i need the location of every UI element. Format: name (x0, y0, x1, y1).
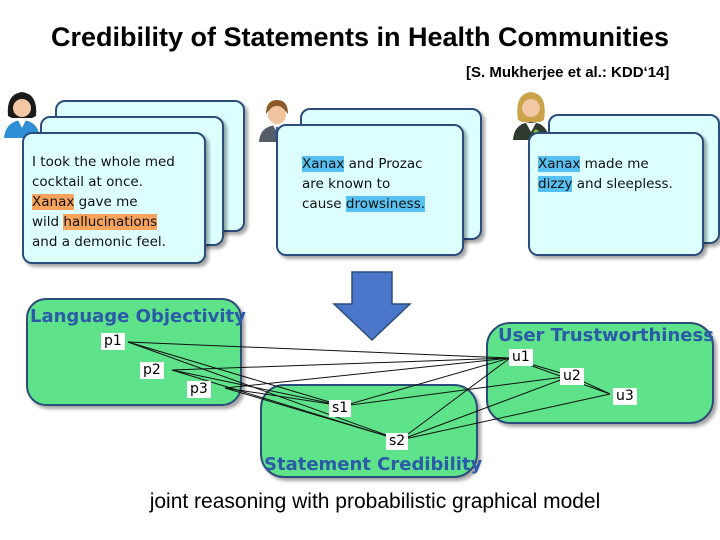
node-s1: s1 (329, 400, 352, 417)
post-text-1: I took the whole med cocktail at once. Xan… (32, 152, 175, 252)
node-u2: u2 (560, 368, 584, 385)
post-line: are known to (302, 174, 425, 194)
node-p2: p2 (140, 362, 164, 379)
highlighted-term: dizzy (538, 176, 573, 192)
post-line: dizzy and sleepless. (538, 174, 673, 194)
post-text-segment: I took the whole med (32, 154, 175, 170)
post-text-segment: and a demonic feel. (32, 234, 166, 250)
node-u1: u1 (509, 349, 533, 366)
post-card-1: I took the whole med cocktail at once. Xan… (22, 132, 206, 264)
user-trustworthiness-label: User Trustworthiness (498, 325, 714, 346)
post-text-segment: cocktail at once. (32, 174, 143, 190)
post-line: cause drowsiness. (302, 194, 426, 214)
post-text-segment: are known to (302, 176, 391, 192)
post-text-2: Xanax and Prozac are known to cause drowsi… (302, 154, 426, 214)
down-arrow-icon (332, 271, 412, 342)
user-trustworthiness-panel: User Trustworthiness (486, 322, 714, 424)
highlighted-term: Xanax (302, 156, 345, 172)
node-p3: p3 (187, 381, 211, 398)
statement-credibility-label: Statement Credibility (264, 454, 483, 475)
highlighted-term: hallucinations (63, 214, 158, 230)
highlighted-term: Xanax (32, 194, 75, 210)
post-text-segment: made me (580, 156, 649, 172)
citation: [S. Mukherjee et al.: KDD‘14] (466, 64, 670, 81)
post-line: wild hallucinations (32, 212, 175, 232)
post-line: cocktail at once. (32, 172, 175, 192)
post-card-2: Xanax and Prozac are known to cause drowsi… (276, 124, 464, 256)
post-line: Xanax made me (538, 154, 673, 174)
post-line: Xanax gave me (32, 192, 175, 212)
language-objectivity-label: Language Objectivity (30, 306, 246, 327)
post-text-segment: and sleepless. (572, 176, 673, 192)
female-doctor-icon (513, 92, 549, 140)
language-objectivity-panel: Language Objectivity (26, 298, 246, 406)
highlighted-term: Xanax (538, 156, 581, 172)
post-text-segment: cause (302, 196, 346, 212)
female-user-icon (4, 92, 40, 138)
post-text-segment: wild (32, 214, 64, 230)
post-text-segment: gave me (74, 194, 138, 210)
post-line: Xanax and Prozac (302, 154, 425, 174)
highlighted-term: drowsiness. (345, 196, 426, 212)
post-text-segment: and Prozac (344, 156, 423, 172)
node-s2: s2 (386, 433, 409, 450)
node-p1: p1 (101, 333, 125, 350)
page-title: Credibility of Statements in Health Comm… (50, 22, 670, 52)
post-line: and a demonic feel. (32, 232, 175, 252)
node-u3: u3 (613, 388, 637, 405)
post-line: I took the whole med (32, 152, 175, 172)
caption: joint reasoning with probabilistic graph… (149, 490, 601, 513)
